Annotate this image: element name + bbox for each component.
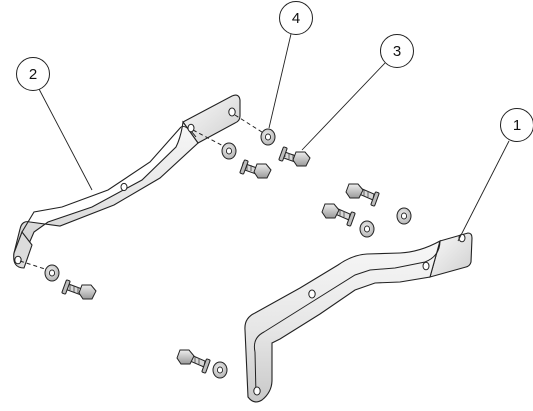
bolt xyxy=(345,183,380,207)
washer xyxy=(212,361,228,379)
washers xyxy=(44,128,412,379)
bolt xyxy=(278,146,311,167)
callout-4-label: 4 xyxy=(292,10,300,27)
bolt xyxy=(61,279,97,300)
bolts xyxy=(61,146,380,374)
bolt xyxy=(321,203,356,227)
bracket-left xyxy=(13,94,241,269)
bolt xyxy=(176,349,211,374)
callout-2: 2 xyxy=(16,57,50,91)
callout-1-label: 1 xyxy=(513,117,521,134)
bolt xyxy=(239,159,272,179)
washer xyxy=(260,128,276,146)
callout-3-label: 3 xyxy=(393,43,401,60)
washer xyxy=(221,142,237,160)
washer xyxy=(396,207,412,225)
callout-3: 3 xyxy=(380,34,414,68)
leader-lines xyxy=(38,33,510,242)
washer xyxy=(359,220,375,238)
washer xyxy=(44,264,60,282)
callout-2-label: 2 xyxy=(29,66,37,83)
callout-1: 1 xyxy=(500,108,533,142)
bracket-right xyxy=(244,232,473,403)
alignment-lines xyxy=(19,114,266,271)
callout-4: 4 xyxy=(279,1,313,35)
callouts: 1 2 3 4 xyxy=(16,1,533,142)
